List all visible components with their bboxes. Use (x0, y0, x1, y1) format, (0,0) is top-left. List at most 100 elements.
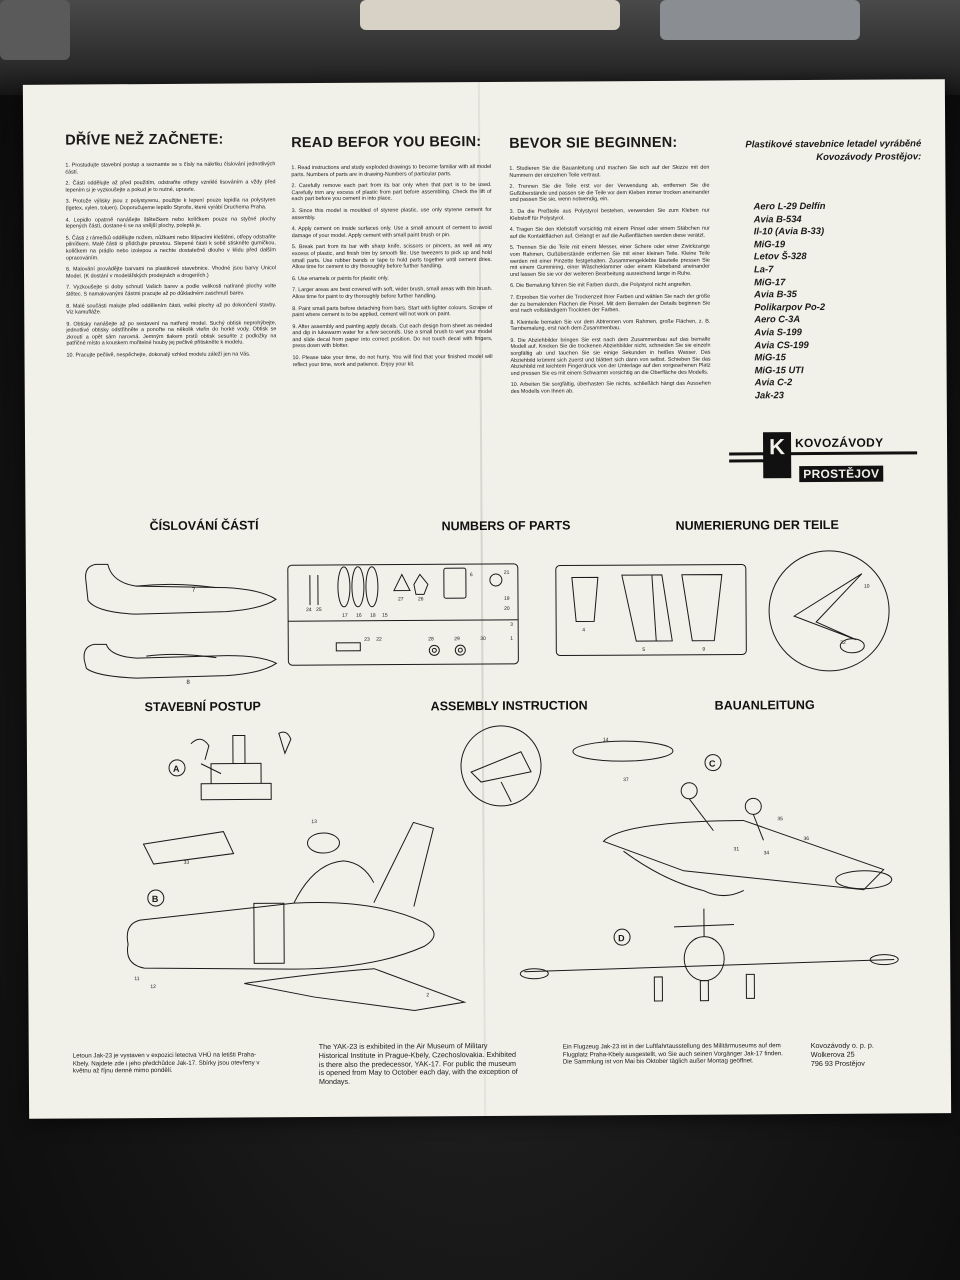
list-item: 10. Pracujte pečlivě, nespěchejte, dokon… (66, 351, 251, 359)
assembly-title-de: BAUANLEITUNG (714, 698, 815, 713)
list-item: 1. Studieren Sie die Bauanleitung und ma… (509, 164, 710, 179)
address-line: 796 93 Prostějov (810, 1058, 865, 1068)
list-item: 3. Protože výlisky jsou z polystyrenu, p… (65, 197, 276, 212)
part-number-label: 31 (734, 846, 740, 852)
part-number-label: 21 (504, 570, 510, 576)
tail-detail-drawing (460, 725, 542, 807)
models-block: Plastikové stavebnice letadel vyráběné K… (727, 137, 923, 402)
list-item: Jak-23 (754, 389, 784, 401)
part-number-label: 24 (306, 607, 312, 613)
list-item: 9. After assembly and painting apply dec… (292, 322, 493, 350)
list-item: MiG-15 UTI (754, 363, 804, 376)
list-item: 8. Kleinteile bemalen Sie vor dem Abtren… (510, 318, 711, 333)
list-item: 2. Části oddělujte až před použitím, ods… (65, 179, 276, 194)
part-number-label: 15 (382, 613, 388, 619)
english-steps: 1. Read instructions and study exploded … (291, 164, 492, 368)
list-item: 5. Trennen Sie die Teile mit einem Messe… (509, 243, 710, 278)
list-item: MiG-15 (754, 351, 786, 363)
box-corner (0, 0, 70, 60)
part-number-label: 27 (398, 597, 404, 603)
part-number-label: 4 (582, 627, 585, 633)
part-number-label: 13 (311, 819, 317, 825)
part-number-label: 3 (510, 622, 513, 628)
german-heading: BEVOR SIE BEGINNEN: (509, 134, 678, 152)
background-objects (0, 0, 960, 95)
list-item: Aero C-3A (754, 313, 801, 325)
models-heading: Plastikové stavebnice letadel vyráběné K… (745, 138, 922, 163)
list-item: 6. Malování provádějte barvami na plasti… (65, 265, 276, 280)
part-number-label: 2 (426, 992, 429, 998)
publisher-address: Kovozávody o. p. p. Wolkerova 25 796 93 … (811, 1041, 921, 1068)
part-number-label: 1 (510, 636, 513, 642)
list-item: 10. Arbeiten Sie sorgfältig, überhasten … (510, 381, 711, 395)
german-steps: 1. Studieren Sie die Bauanleitung und ma… (509, 165, 710, 396)
list-item: 2. Carefully remove each part from its b… (291, 182, 492, 203)
logo-text-kovozavody: KOVOZÁVODY (795, 435, 884, 451)
czech-steps: 1. Prostudujte stavební postup a seznamt… (65, 161, 276, 359)
part-number-label: 19 (504, 596, 510, 602)
part-number-label: 22 (376, 637, 382, 643)
list-item: Avia C-2 (754, 376, 793, 388)
step-marker-c: C (709, 759, 716, 769)
numbers-title-de: NUMERIERUNG DER TEILE (675, 517, 839, 533)
numbers-title-cz: ČÍSLOVÁNÍ ČÁSTÍ (149, 518, 259, 534)
part-number-label: 18 (370, 613, 376, 619)
logo-stripe (729, 451, 918, 456)
list-item: 3. Since this model is moulded of styren… (291, 206, 492, 221)
step-marker-d: D (618, 933, 625, 943)
part-number-label: 7 (192, 588, 196, 594)
fuselage-assembly-drawing: B 33 2 11 12 13 (126, 819, 467, 1011)
list-item: 7. Erproben Sie vorher die Trockenzeit I… (510, 293, 711, 314)
front-view-drawing: D (519, 908, 899, 1002)
part-number-label: 34 (764, 850, 770, 856)
part-number-label: 25 (316, 607, 322, 613)
english-heading: READ BEFOR YOU BEGIN: (291, 134, 482, 152)
list-item: 1. Prostudujte stavební postup a seznamt… (65, 161, 276, 176)
list-item: Aero L-29 Delfín (753, 199, 826, 212)
list-item: 4. Apply cement on inside surfaces only.… (291, 225, 492, 239)
part-number-label: 12 (150, 984, 156, 990)
list-item: Avia B-35 (754, 288, 797, 300)
list-item: 3. Da die Preßteile aus Polystyrol beste… (509, 207, 710, 222)
instruction-sheet: DŘÍVE NEŽ ZAČNETE: 1. Prostudujte staveb… (22, 79, 952, 1119)
cockpit-assembly-drawing: A (168, 731, 292, 801)
list-item: MiG-17 (754, 275, 786, 287)
kovozavody-logo: K KOVOZÁVODY PROSTĚJOV (729, 431, 919, 484)
fuselage-halves-drawing: 7 8 (83, 563, 278, 686)
czech-column: DŘÍVE NEŽ ZAČNETE: 1. Prostudujte staveb… (65, 131, 276, 364)
list-item: 4. Tragen Sie den Klebstoff vorsichtig m… (509, 225, 710, 240)
list-item: La-7 (753, 263, 774, 275)
part-number-label: 10 (864, 584, 870, 590)
wing-assembly-drawing: C 31 34 35 36 37 14 (572, 737, 893, 897)
list-item: Avia CS-199 (754, 338, 809, 350)
list-item: Avia S-199 (754, 326, 802, 338)
sprue-parts (309, 566, 503, 656)
wing-sprue-drawing: 4 5 9 (555, 563, 747, 657)
step-marker-a: A (173, 764, 180, 774)
german-column: BEVOR SIE BEGINNEN: 1. Studieren Sie die… (509, 135, 711, 401)
part-number-label: 5 (642, 647, 645, 653)
part-number-label: 16 (356, 613, 362, 619)
part-number-label: 33 (184, 860, 190, 866)
list-item: 8. Paint small parts before detaching fr… (292, 304, 493, 319)
list-item: 5. Části z rámečků oddělujte nožem, nůžk… (65, 234, 276, 262)
list-item: Avia B-534 (753, 212, 802, 224)
figurines (360, 0, 620, 30)
part-number-label: 11 (134, 976, 139, 982)
round-sprue-drawing: 10 32 (768, 550, 890, 672)
part-number-label: 9 (702, 647, 705, 653)
part-number-label: 28 (428, 636, 434, 642)
list-item: 7. Vyzkoušejte si doby schnutí Vašich ba… (66, 283, 277, 298)
museum-note-en: The YAK-23 is exhibited in the Air Museu… (318, 1041, 518, 1087)
assembly-title-cz: STAVEBNÍ POSTUP (144, 699, 261, 715)
part-number-label: 23 (364, 637, 370, 643)
sprue-frame-drawing: 24 25 17 16 18 15 27 26 6 21 19 20 3 1 2… (287, 563, 519, 666)
part-number-label: 29 (454, 636, 460, 642)
part-number-label: 26 (418, 596, 424, 602)
part-number-label: 6 (470, 572, 473, 578)
museum-note-de: Ein Flugzeug Jak-23 ist in der Luftfahrt… (562, 1042, 783, 1066)
list-item: 6. Die Bemalung führen Sie mit Farben du… (510, 282, 692, 290)
list-item: MiG-19 (753, 237, 786, 250)
part-number-label: 37 (623, 777, 629, 783)
list-item: 6. Use enamels or paints for plastic onl… (292, 275, 389, 282)
